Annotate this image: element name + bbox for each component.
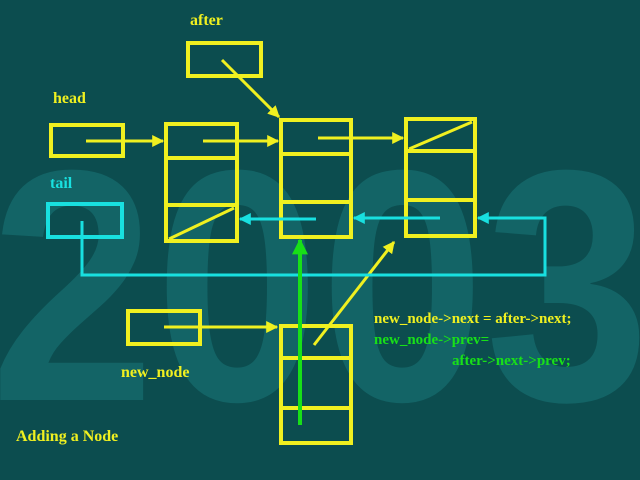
code-line-prev-continued: after->next->prev; bbox=[452, 353, 571, 369]
new-node bbox=[279, 324, 353, 445]
after-pointer-box bbox=[186, 41, 263, 78]
node-3-null-next-slash bbox=[408, 120, 473, 151]
list-node-1 bbox=[164, 122, 239, 243]
tail-to-node3-arrow bbox=[80, 212, 547, 277]
caption: Adding a Node bbox=[16, 428, 119, 445]
list-node-3 bbox=[404, 117, 477, 238]
new-node-label: new_node bbox=[121, 364, 190, 381]
tail-pointer-box bbox=[46, 202, 124, 239]
after-to-node2-arrow bbox=[220, 58, 281, 119]
head-label: head bbox=[53, 90, 86, 107]
node-1-null-prev-slash bbox=[168, 206, 235, 241]
new-node-next-arrow bbox=[312, 241, 396, 346]
code-line-next: new_node->next = after->next; bbox=[374, 311, 572, 327]
tail-label: tail bbox=[50, 175, 73, 192]
code-line-prev: new_node->prev= bbox=[374, 332, 490, 348]
after-label: after bbox=[190, 12, 223, 29]
list-node-2 bbox=[279, 118, 353, 239]
